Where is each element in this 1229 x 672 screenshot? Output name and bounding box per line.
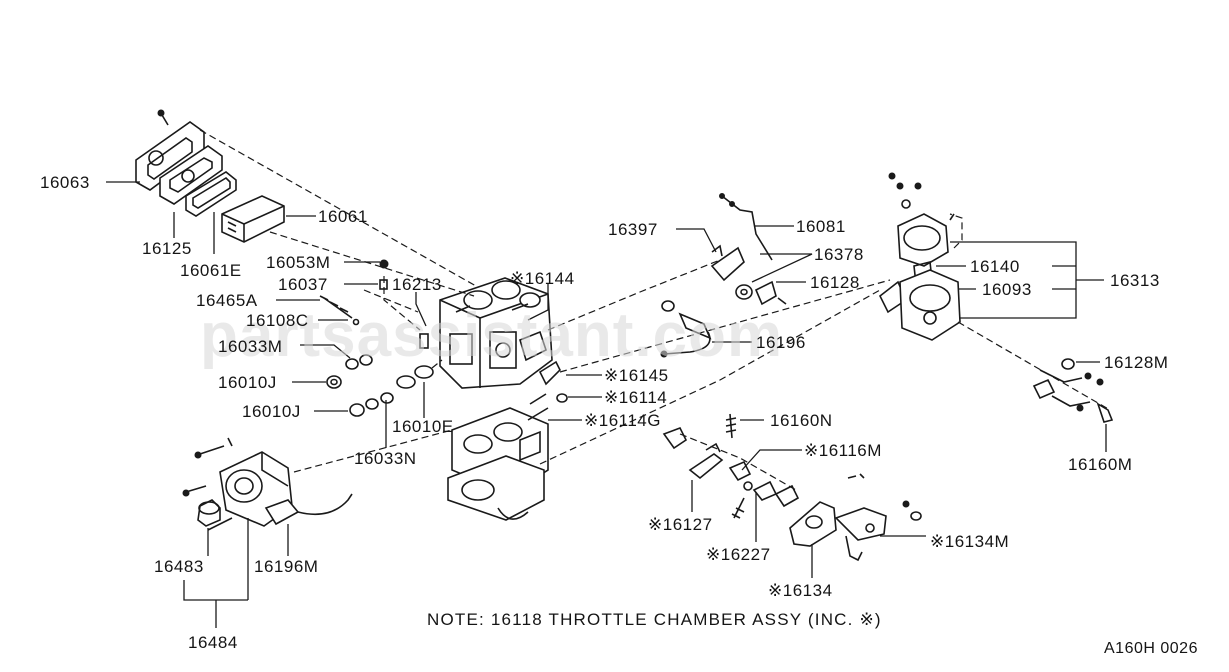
part-label-16010e: 16010E xyxy=(392,417,454,436)
alignment-lines xyxy=(199,129,1111,491)
carburetor-body-drawing xyxy=(439,277,553,389)
part-label-16081: 16081 xyxy=(796,217,846,236)
jets-and-screws-drawing xyxy=(319,259,568,421)
part-label-16108c: 16108C xyxy=(246,311,309,330)
part-label-16227: ※16227 xyxy=(706,545,771,564)
assembly-note: NOTE: 16118 THROTTLE CHAMBER ASSY (INC. … xyxy=(427,610,882,629)
part-label-16010j-upper: 16010J xyxy=(218,373,277,392)
part-label-16114: ※16114 xyxy=(604,388,668,407)
part-label-16063: 16063 xyxy=(40,173,90,192)
part-label-16037: 16037 xyxy=(278,275,328,294)
part-label-16140: 16140 xyxy=(970,257,1020,276)
part-label-16134: ※16134 xyxy=(768,581,833,600)
part-label-16483: 16483 xyxy=(154,557,204,576)
part-label-16213: 16213 xyxy=(392,275,442,294)
part-label-16313: 16313 xyxy=(1110,271,1160,290)
part-label-16053m: 16053M xyxy=(266,253,331,272)
part-label-16144: ※16144 xyxy=(510,269,575,288)
leader-lines xyxy=(106,181,1107,628)
part-label-16093: 16093 xyxy=(982,280,1032,299)
part-label-16378: 16378 xyxy=(814,245,864,264)
part-label-16125: 16125 xyxy=(142,239,192,258)
part-label-16127: ※16127 xyxy=(648,515,713,534)
part-label-16010j-lower: 16010J xyxy=(242,402,301,421)
watermark: partsassistant.com xyxy=(200,301,784,370)
part-label-16160n: 16160N xyxy=(770,411,833,430)
gasket-drawing xyxy=(159,145,223,205)
part-label-16116m: ※16116M xyxy=(804,441,882,460)
choke-linkage-drawing xyxy=(710,193,787,306)
actuator-assembly-drawing xyxy=(182,437,353,531)
part-label-16061e: 16061E xyxy=(180,261,242,280)
filter-element-drawing xyxy=(221,195,285,243)
part-label-16134m: ※16134M xyxy=(930,532,1010,551)
part-label-16033n: 16033N xyxy=(354,449,417,468)
diaphragm-chamber-drawing xyxy=(878,172,961,341)
part-label-16465a: 16465A xyxy=(196,291,258,310)
right-small-parts-drawing xyxy=(1032,358,1114,423)
part-label-16397: 16397 xyxy=(608,220,658,239)
part-label-16196: 16196 xyxy=(756,333,806,352)
part-label-16128m: 16128M xyxy=(1104,353,1169,372)
part-label-16128: 16128 xyxy=(810,273,860,292)
part-label-16114g: ※16114G xyxy=(584,411,661,430)
part-label-16196m: 16196M xyxy=(254,557,319,576)
part-label-16160m: 16160M xyxy=(1068,455,1133,474)
filter-frame-drawing xyxy=(185,171,237,217)
part-label-16484: 16484 xyxy=(188,633,238,652)
part-label-16033m: 16033M xyxy=(218,337,283,356)
throttle-linkage-drawing xyxy=(662,413,922,562)
figure-code: A160H 0026 xyxy=(1104,640,1198,657)
part-label-16145: ※16145 xyxy=(604,366,669,385)
part-label-16061: 16061 xyxy=(318,207,368,226)
throttle-chamber-drawing xyxy=(447,407,549,521)
